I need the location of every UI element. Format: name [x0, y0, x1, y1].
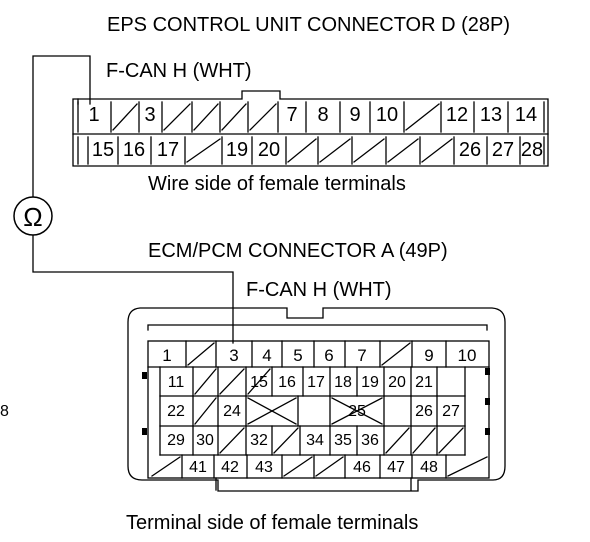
connector-a-terminal-7: 7 — [357, 346, 367, 365]
connector-a-terminal-20: 20 — [388, 374, 406, 391]
connector-d-row1-slashes — [112, 103, 440, 131]
ohm-symbol: Ω — [23, 202, 42, 232]
connector-a-terminal-42: 42 — [221, 459, 239, 476]
connector-d-terminal-27: 27 — [491, 139, 515, 161]
connector-a-terminal-36: 36 — [361, 432, 379, 449]
connector-a-terminal-34: 34 — [306, 432, 324, 449]
connector-d-terminal-20: 20 — [257, 139, 281, 161]
connector-a-row2 — [159, 366, 466, 456]
connector-a-terminal-21: 21 — [415, 374, 433, 391]
connector-d-terminal-7: 7 — [286, 104, 298, 126]
connector-d-terminal-13: 13 — [479, 104, 503, 126]
connector-a-terminal-4: 4 — [262, 346, 272, 365]
connector-a-wire-label: F-CAN H (WHT) — [246, 279, 392, 301]
connector-a-terminal-17: 17 — [307, 374, 325, 391]
connector-a-terminal-27: 27 — [442, 403, 460, 420]
connector-a-row5 — [151, 454, 488, 479]
connector-a-terminal-1: 1 — [162, 346, 172, 365]
connector-d-terminal-1: 1 — [88, 104, 100, 126]
connector-d-terminal-3: 3 — [144, 104, 156, 126]
connector-a-row1 — [147, 340, 490, 368]
connector-d-terminal-28: 28 — [520, 139, 544, 161]
connector-a-terminal-32: 32 — [250, 432, 268, 449]
connector-d-terminal-14: 14 — [514, 104, 538, 126]
connector-d-terminal-17: 17 — [156, 139, 180, 161]
connector-a-terminal-5: 5 — [293, 346, 303, 365]
connector-a-terminal-24: 24 — [223, 403, 241, 420]
connector-d-terminal-15: 15 — [91, 139, 115, 161]
connector-a-terminal-41: 41 — [189, 459, 207, 476]
connector-a-terminal-30: 30 — [196, 432, 214, 449]
connector-a-terminal-28: 28 — [0, 403, 9, 420]
connector-d-row1-cells — [77, 101, 545, 133]
connector-a-terminal-11: 11 — [167, 374, 185, 391]
connector-a-terminal-15: 15 — [250, 374, 268, 391]
connector-d-row2-slashes — [186, 138, 453, 163]
connector-a-terminal-29: 29 — [167, 432, 185, 449]
probe-wire-top — [32, 55, 91, 197]
connector-a-row3 — [159, 395, 466, 427]
connector-a-terminal-26: 26 — [415, 403, 433, 420]
connector-d-caption: Wire side of female terminals — [148, 173, 406, 195]
connector-a-title: ECM/PCM CONNECTOR A (49P) — [148, 240, 448, 262]
connector-a-terminal-16: 16 — [278, 374, 296, 391]
connector-d-terminal-19: 19 — [225, 139, 249, 161]
connector-a-terminal-35: 35 — [334, 432, 352, 449]
connector-a-terminal-10: 10 — [457, 346, 477, 365]
connector-a-terminal-47: 47 — [387, 459, 405, 476]
connector-a-terminal-43: 43 — [255, 459, 273, 476]
connector-a-terminal-46: 46 — [353, 459, 371, 476]
connector-a-caption: Terminal side of female terminals — [126, 512, 419, 534]
connector-a-row4 — [159, 425, 466, 456]
connector-a-latches — [142, 368, 490, 435]
connector-d-terminal-9: 9 — [349, 104, 361, 126]
connector-a-terminal-22: 22 — [167, 403, 185, 420]
connector-a-terminal-3: 3 — [229, 346, 239, 365]
connector-a-terminal-9: 9 — [424, 346, 434, 365]
ohmmeter-icon: Ω — [13, 196, 53, 236]
connector-d-terminal-8: 8 — [317, 104, 329, 126]
connector-d-terminal-26: 26 — [458, 139, 482, 161]
connector-a-terminal-18: 18 — [334, 374, 352, 391]
connector-a-terminal-48: 48 — [420, 459, 438, 476]
connector-d-terminal-10: 10 — [375, 104, 399, 126]
connector-d-terminal-12: 12 — [445, 104, 469, 126]
connector-d-title: EPS CONTROL UNIT CONNECTOR D (28P) — [107, 14, 511, 36]
connector-d-wire-label: F-CAN H (WHT) — [106, 60, 252, 82]
connector-a-terminal-19: 19 — [361, 374, 379, 391]
connector-a-terminal-25: 25 — [348, 403, 366, 420]
connector-a-housing — [127, 307, 506, 492]
connector-d-terminal-16: 16 — [122, 139, 146, 161]
connector-d-row2-cells — [77, 136, 545, 165]
connector-a-terminal-6: 6 — [324, 346, 334, 365]
